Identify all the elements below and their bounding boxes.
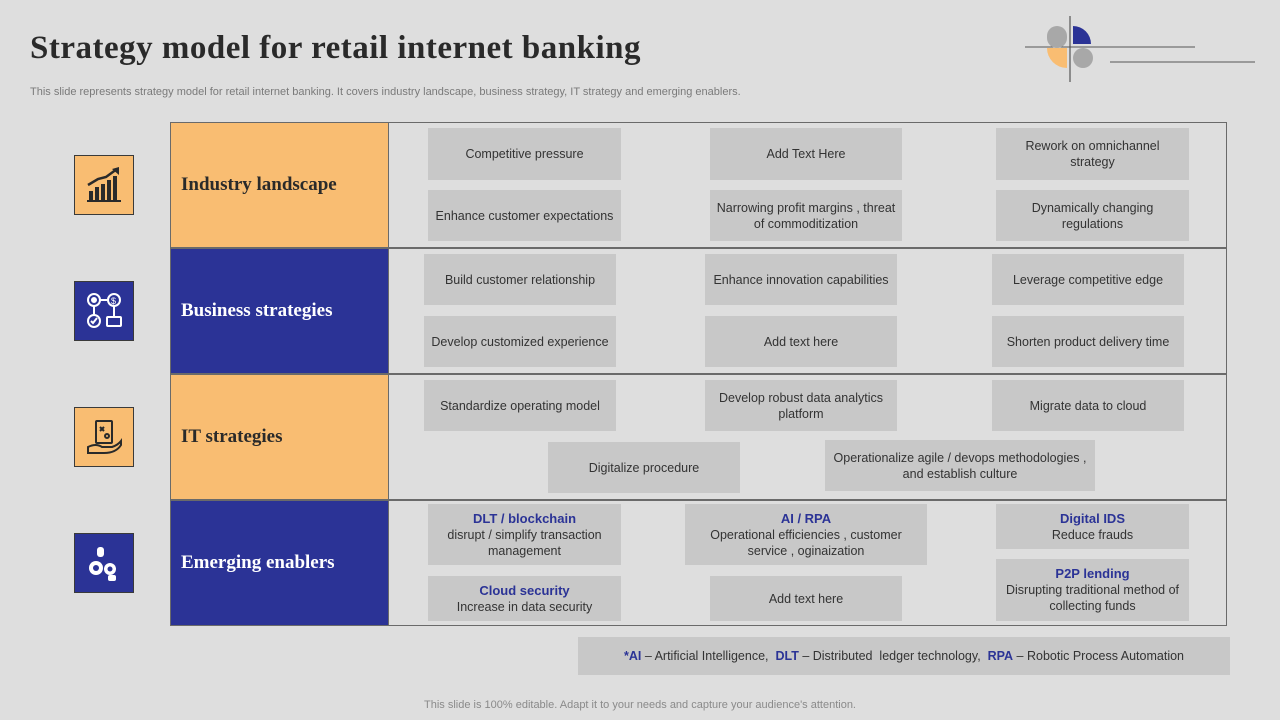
strategy-box: Enhance customer expectations: [428, 190, 621, 241]
enabler-heading: DLT / blockchain: [472, 510, 577, 526]
enabler-text: disrupt / simplify transaction managemen…: [447, 527, 602, 558]
enabler-text: Disrupting traditional method of collect…: [1005, 583, 1179, 613]
strategy-box: Leverage competitive edge: [992, 254, 1184, 305]
footer-note: This slide is 100% editable. Adapt it to…: [424, 699, 856, 711]
strategy-box: Standardize operating model: [424, 380, 616, 431]
legend-dlt-text: – Distributed ledger technology,: [798, 649, 988, 663]
row-label-emerging-enablers: Emerging enablers: [170, 500, 389, 626]
row-label-industry-landscape: Industry landscape: [170, 122, 389, 248]
row-label-it-strategies: IT strategies: [170, 374, 389, 500]
legend-dlt-abbr: DLT: [775, 649, 799, 663]
legend-ai-abbr: *AI: [623, 649, 642, 663]
enabler-heading: Cloud security: [479, 582, 570, 598]
enabler-box-cloud-security: Cloud security Increase in data security: [428, 576, 621, 621]
enabler-box-digital-ids: Digital IDS Reduce frauds: [996, 504, 1189, 549]
strategy-box: Enhance innovation capabilities: [705, 254, 897, 305]
strategy-box: Develop robust data analytics platform: [705, 380, 897, 431]
enabler-heading: P2P lending: [1055, 566, 1130, 581]
decorative-logo: [1025, 16, 1255, 82]
growth-chart-icon: [74, 155, 134, 215]
strategy-box: Competitive pressure: [428, 128, 621, 180]
legend-ai-text: – Artificial Intelligence,: [641, 649, 776, 663]
row-label-business-strategies: Business strategies: [170, 248, 389, 374]
strategy-box: Rework on omnichannel strategy: [996, 128, 1189, 180]
enabler-text: Increase in data security: [456, 599, 593, 614]
strategy-box: Operationalize agile / devops methodolog…: [825, 440, 1095, 491]
business-process-icon: $: [74, 281, 134, 341]
innovation-gears-icon: [74, 533, 134, 593]
enabler-heading: Digital IDS: [1059, 510, 1125, 526]
strategy-box: Develop customized experience: [424, 316, 616, 367]
abbreviation-legend: *AI – Artificial Intelligence, DLT – Dis…: [578, 637, 1230, 675]
enabler-heading: AI / RPA: [780, 510, 832, 526]
enabler-box-dlt: DLT / blockchain disrupt / simplify tran…: [428, 504, 621, 565]
strategy-box: Add text here: [710, 576, 902, 621]
page-subtitle: This slide represents strategy model for…: [30, 86, 741, 98]
strategy-box: Narrowing profit margins , threat of com…: [710, 190, 902, 241]
page-title: Strategy model for retail internet banki…: [30, 30, 641, 66]
enabler-box-ai-rpa: AI / RPA Operational efficiencies , cust…: [685, 504, 927, 565]
enabler-box-p2p-lending: P2P lending Disrupting traditional metho…: [996, 559, 1189, 621]
strategy-box: Digitalize procedure: [548, 442, 740, 493]
legend-rpa-text: – Robotic Process Automation: [1013, 649, 1185, 663]
strategy-box: Shorten product delivery time: [992, 316, 1184, 367]
strategy-box: Build customer relationship: [424, 254, 616, 305]
legend-rpa-abbr: RPA: [987, 649, 1014, 663]
enabler-text: Reduce frauds: [1051, 527, 1134, 542]
strategy-box: Migrate data to cloud: [992, 380, 1184, 431]
svg-text:$: $: [111, 296, 116, 306]
strategy-box: Dynamically changing regulations: [996, 190, 1189, 241]
strategy-plan-icon: [74, 407, 134, 467]
strategy-box: Add text here: [705, 316, 897, 367]
strategy-box: Add Text Here: [710, 128, 902, 180]
enabler-text: Operational efficiencies , customer serv…: [710, 527, 902, 558]
